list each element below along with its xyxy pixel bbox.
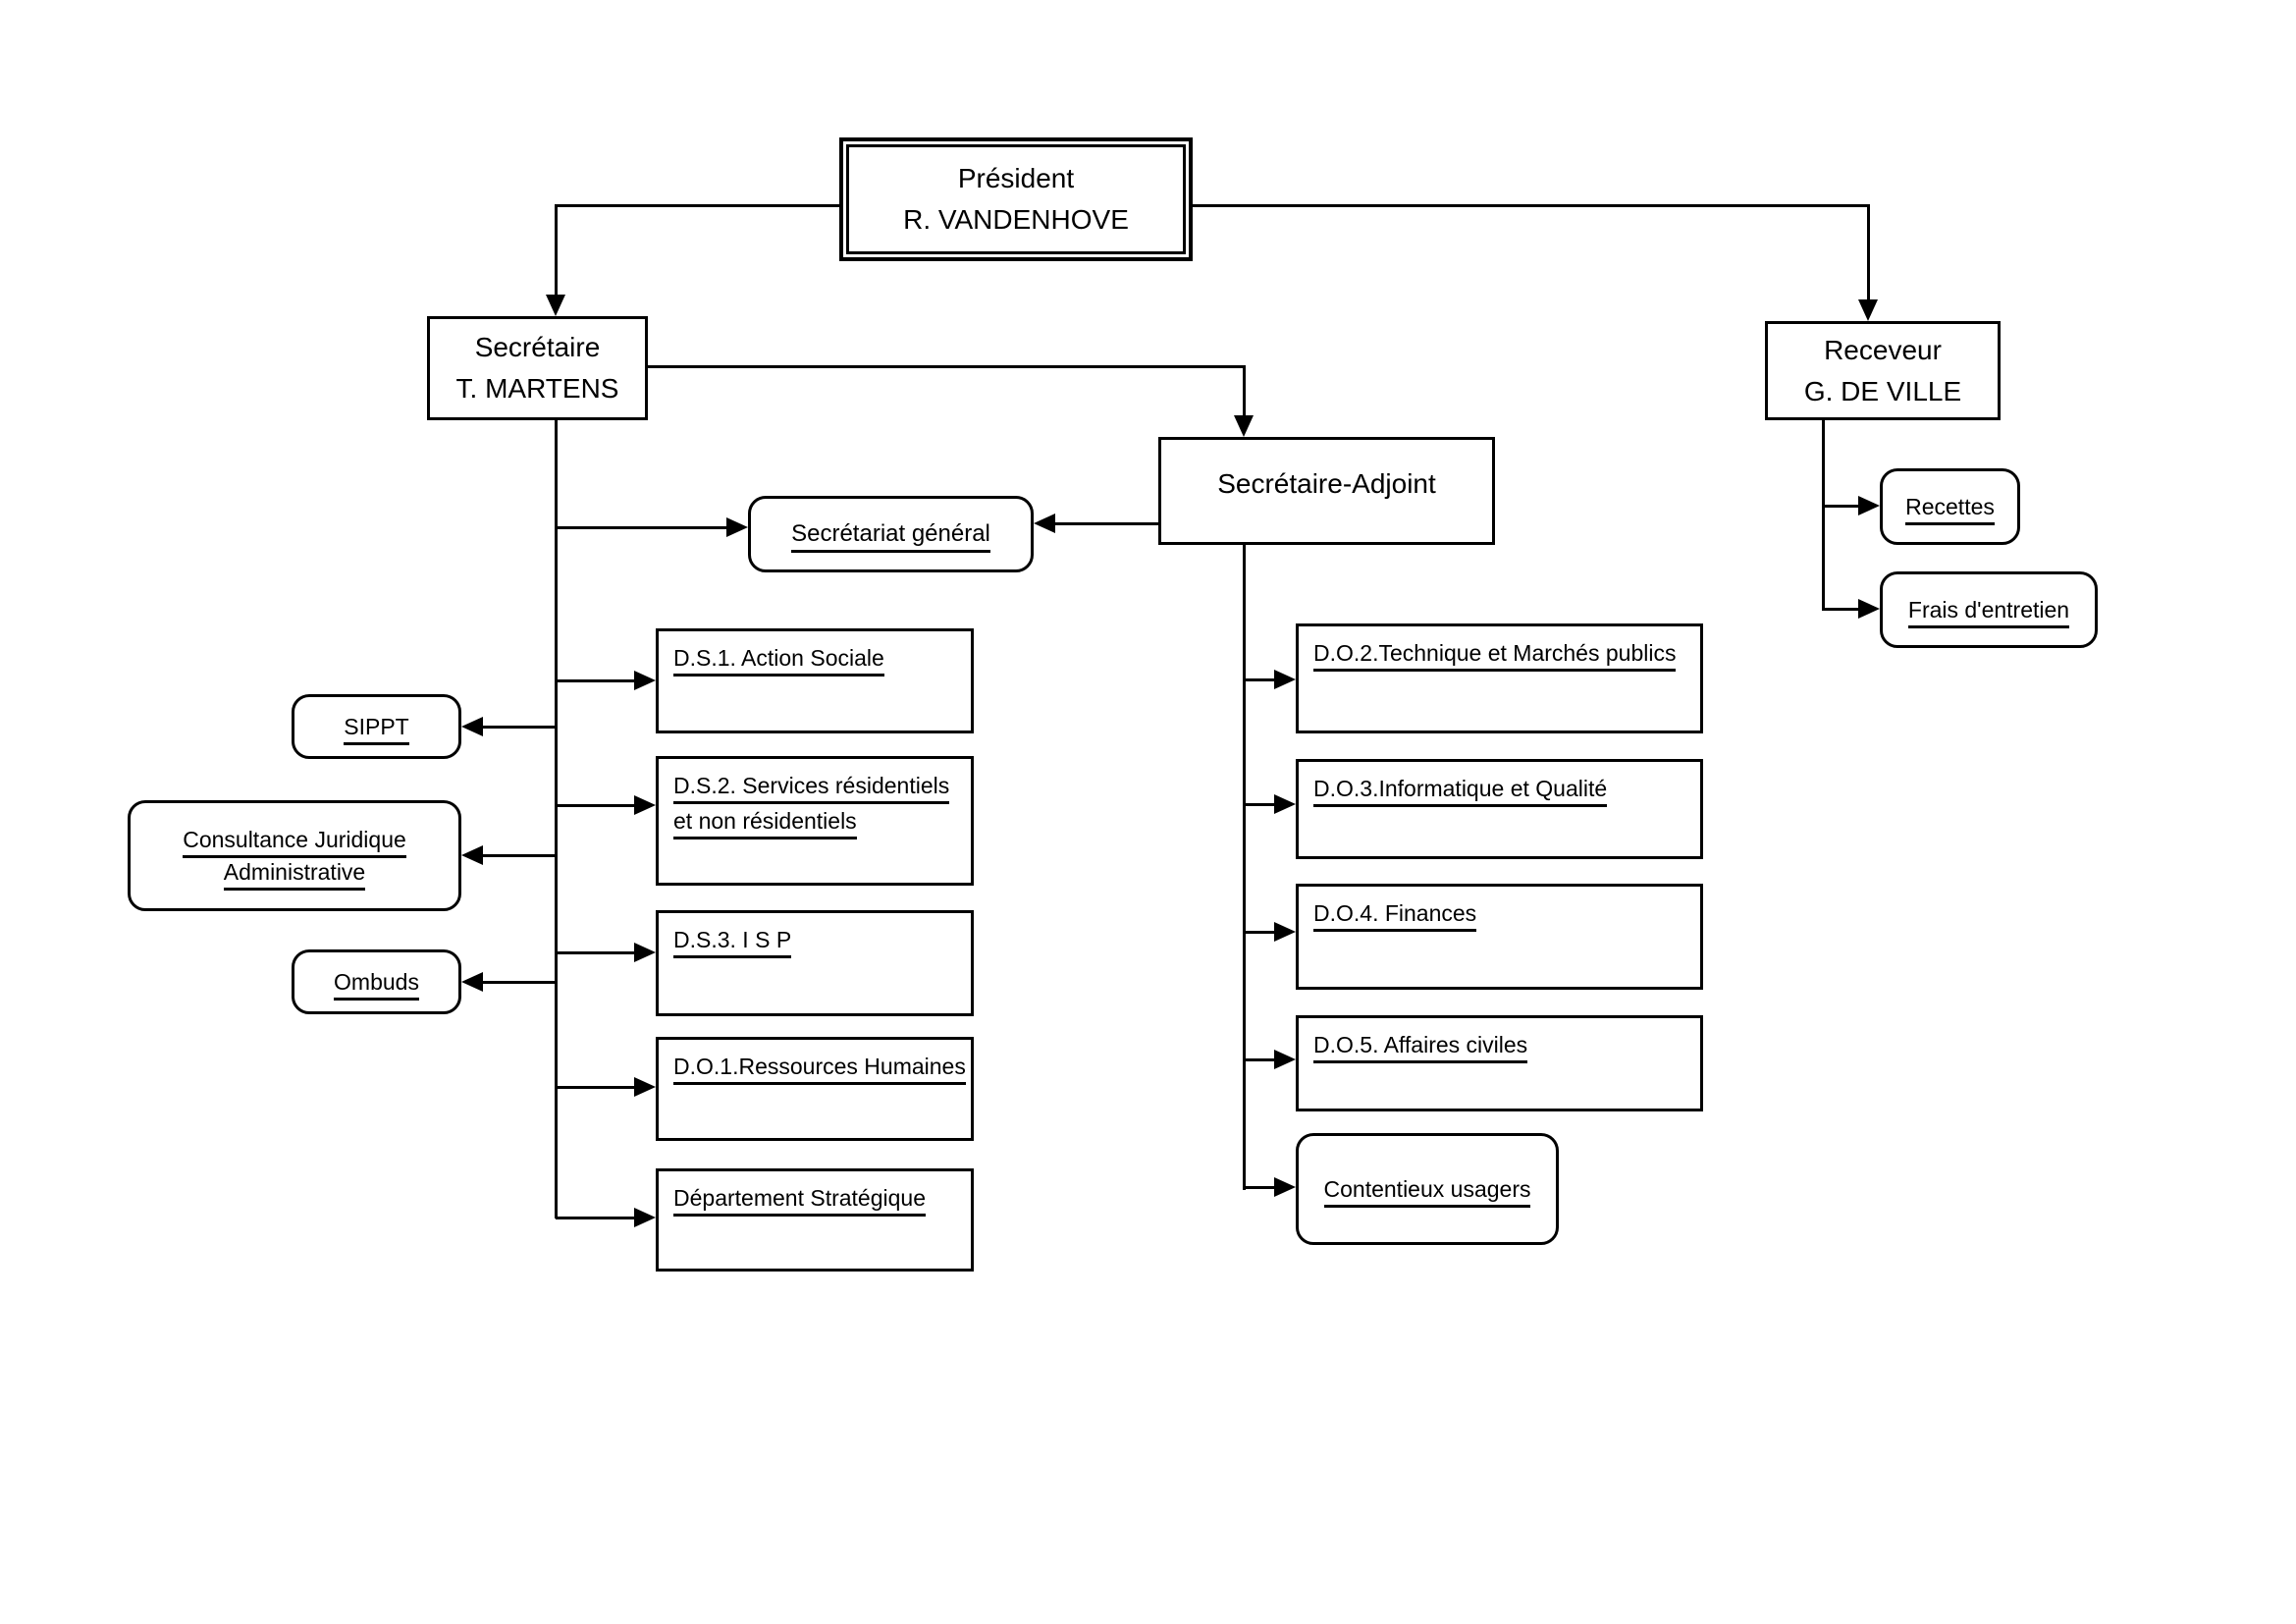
node-do1: D.O.1.Ressources Humaines xyxy=(656,1037,974,1141)
connector-do4-h xyxy=(1244,931,1274,934)
do3-label: D.O.3.Informatique et Qualité xyxy=(1313,776,1608,807)
connector-president-receveur-v xyxy=(1867,204,1870,299)
node-do2: D.O.2.Technique et Marchés publics xyxy=(1296,623,1703,733)
ds1-label: D.S.1. Action Sociale xyxy=(673,645,884,677)
sippt-label: SIPPT xyxy=(344,713,409,745)
connector-president-secretaire-h xyxy=(556,204,839,207)
connector-ds2-h xyxy=(556,804,634,807)
connector-adjoint-secretariat-h xyxy=(1053,522,1158,525)
receveur-name: G. DE VILLE xyxy=(1803,375,1962,406)
ombuds-label: Ombuds xyxy=(334,968,419,1001)
connector-receveur-trunk xyxy=(1822,420,1825,611)
connector-president-receveur-h xyxy=(1193,204,1870,207)
ds2-line1: D.S.2. Services résidentiels xyxy=(673,773,950,804)
node-do5: D.O.5. Affaires civiles xyxy=(1296,1015,1703,1111)
connector-president-secretaire-v xyxy=(555,204,558,295)
do5-label: D.O.5. Affaires civiles xyxy=(1313,1032,1528,1063)
connector-secretariat-general-h xyxy=(556,526,726,529)
do1-label: D.O.1.Ressources Humaines xyxy=(673,1054,966,1085)
node-frais-entretien: Frais d'entretien xyxy=(1880,571,2098,648)
arrow-right-departement-icon xyxy=(634,1208,656,1227)
node-secretaire-adjoint: Secrétaire-Adjoint xyxy=(1158,437,1495,545)
ds2-line2: et non résidentiels xyxy=(673,808,857,839)
arrow-left-ombuds-icon xyxy=(461,972,483,992)
connector-sippt-h xyxy=(483,726,556,729)
node-secretariat-general: Secrétariat général xyxy=(748,496,1034,572)
consultance-line2: Administrative xyxy=(223,858,366,891)
secretariat-general-label: Secrétariat général xyxy=(791,520,990,553)
node-ds3: D.S.3. I S P xyxy=(656,910,974,1016)
node-departement-strategique: Département Stratégique xyxy=(656,1168,974,1272)
node-do3: D.O.3.Informatique et Qualité xyxy=(1296,759,1703,859)
connector-do3-h xyxy=(1244,803,1274,806)
arrow-right-recettes-icon xyxy=(1858,496,1880,515)
node-receveur: Receveur G. DE VILLE xyxy=(1765,321,2001,420)
president-title: Président xyxy=(957,163,1075,193)
frais-entretien-label: Frais d'entretien xyxy=(1907,596,2070,628)
arrow-down-receveur-icon xyxy=(1858,299,1878,321)
arrow-down-adjoint-icon xyxy=(1234,415,1254,437)
connector-left-trunk xyxy=(555,420,558,1218)
receveur-title: Receveur xyxy=(1824,334,1942,365)
arrow-left-consultance-icon xyxy=(461,845,483,865)
arrow-right-do2-icon xyxy=(1274,670,1296,689)
node-secretaire: Secrétaire T. MARTENS xyxy=(427,316,648,420)
arrow-right-do5-icon xyxy=(1274,1050,1296,1069)
node-consultance-juridique: Consultance Juridique Administrative xyxy=(128,800,461,911)
recettes-label: Recettes xyxy=(1905,493,1995,525)
arrow-right-do4-icon xyxy=(1274,922,1296,942)
arrow-right-contentieux-icon xyxy=(1274,1177,1296,1197)
connector-contentieux-h xyxy=(1244,1186,1274,1189)
connector-recettes-h xyxy=(1823,505,1858,508)
arrow-right-ds3-icon xyxy=(634,943,656,962)
arrow-right-frais-icon xyxy=(1858,599,1880,619)
secretaire-name: T. MARTENS xyxy=(455,373,619,404)
arrow-down-secretaire-icon xyxy=(546,295,565,316)
connector-do1-h xyxy=(556,1086,634,1089)
node-president: Président R. VANDENHOVE xyxy=(839,137,1193,261)
connector-frais-h xyxy=(1823,608,1858,611)
arrow-left-sippt-icon xyxy=(461,717,483,736)
secretaire-adjoint-title: Secrétaire-Adjoint xyxy=(1217,468,1436,499)
connector-departement-strategique-h xyxy=(556,1217,634,1219)
arrow-right-do3-icon xyxy=(1274,794,1296,814)
node-contentieux-usagers: Contentieux usagers xyxy=(1296,1133,1559,1245)
president-name: R. VANDENHOVE xyxy=(903,204,1129,235)
connector-secretaire-adjoint-h xyxy=(648,365,1245,368)
do4-label: D.O.4. Finances xyxy=(1313,900,1477,932)
arrow-right-ds2-icon xyxy=(634,795,656,815)
secretaire-title: Secrétaire xyxy=(474,332,601,362)
ds3-label: D.S.3. I S P xyxy=(673,927,792,958)
connector-do2-h xyxy=(1244,678,1274,681)
node-ds2: D.S.2. Services résidentiels et non rési… xyxy=(656,756,974,886)
connector-right-trunk xyxy=(1243,545,1246,1190)
node-recettes: Recettes xyxy=(1880,468,2020,545)
node-ds1: D.S.1. Action Sociale xyxy=(656,628,974,733)
consultance-line1: Consultance Juridique xyxy=(183,826,406,858)
departement-strategique-label: Département Stratégique xyxy=(673,1185,926,1217)
arrow-left-secretariat-icon xyxy=(1034,514,1055,533)
node-ombuds: Ombuds xyxy=(292,949,461,1014)
connector-ds1-h xyxy=(556,679,634,682)
node-sippt: SIPPT xyxy=(292,694,461,759)
connector-secretaire-adjoint-v xyxy=(1243,365,1246,415)
connector-ombuds-h xyxy=(483,981,556,984)
connector-ds3-h xyxy=(556,951,634,954)
arrow-right-do1-icon xyxy=(634,1077,656,1097)
do2-label: D.O.2.Technique et Marchés publics xyxy=(1313,640,1677,672)
arrow-right-ds1-icon xyxy=(634,671,656,690)
connector-consultance-h xyxy=(483,854,556,857)
connector-do5-h xyxy=(1244,1058,1274,1061)
contentieux-usagers-label: Contentieux usagers xyxy=(1323,1175,1531,1208)
arrow-right-secretariat-icon xyxy=(726,517,748,537)
node-do4: D.O.4. Finances xyxy=(1296,884,1703,990)
